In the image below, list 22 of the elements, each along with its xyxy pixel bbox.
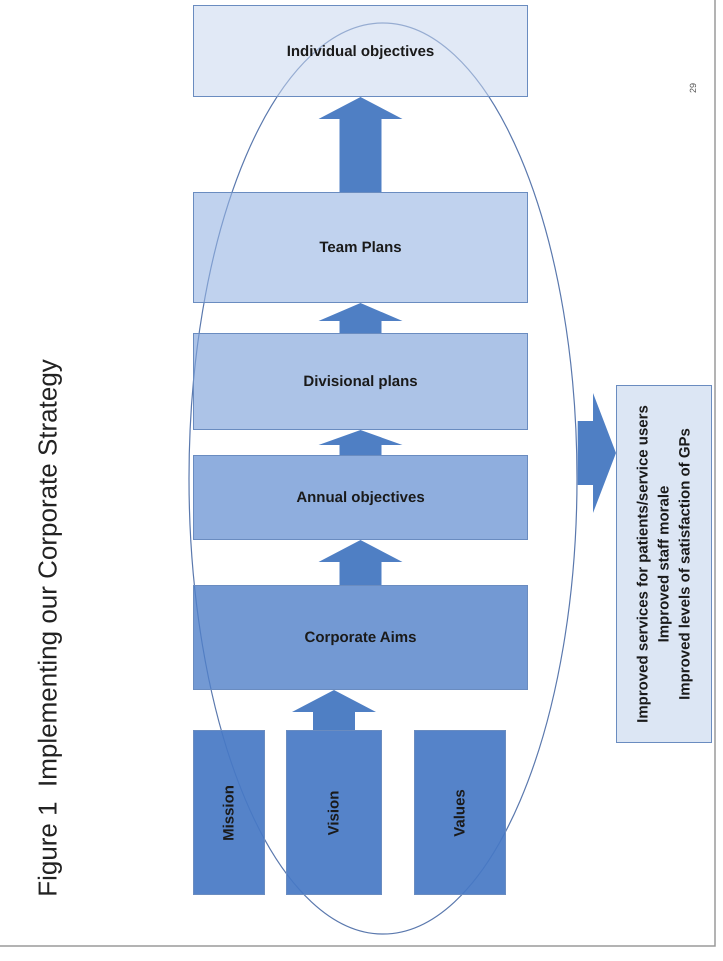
block-arrow <box>318 540 402 585</box>
box-text: Mission <box>220 784 238 840</box>
value-box <box>193 730 265 895</box>
page-number: 29 <box>688 83 698 93</box>
block-arrow <box>318 303 402 333</box>
box-text: Values <box>450 788 470 836</box>
block-arrow <box>318 430 402 455</box>
figure-title: Figure 1 Implementing our Corporate Strategy <box>32 359 64 897</box>
box-text: Corporate Aims <box>304 628 416 648</box>
box-text: Vision <box>324 790 344 835</box>
plan-box <box>193 5 528 97</box>
box-text: Team Plans <box>319 238 402 258</box>
box-text: Improved services for patients/service users <box>634 405 652 723</box>
block-arrow <box>292 690 376 730</box>
box-text: Improved staff morale <box>654 486 674 642</box>
box-text: Divisional plans <box>303 372 418 392</box>
box-text: Improved levels of satisfaction of GPs <box>676 428 694 700</box>
outcome-box <box>616 385 712 743</box>
block-arrow <box>578 393 616 513</box>
box-text: Individual objectives <box>286 42 434 62</box>
box-text: Annual objectives <box>296 488 425 508</box>
block-arrow <box>318 97 402 192</box>
